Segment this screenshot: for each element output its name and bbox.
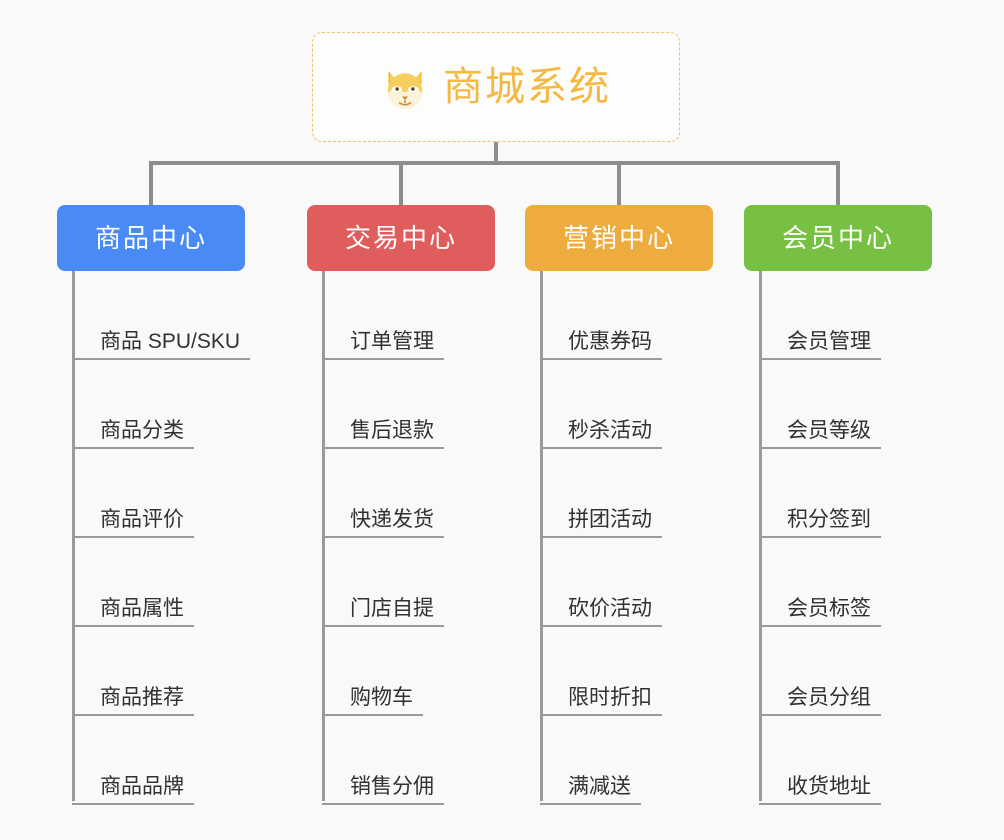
connector-root-stem (494, 142, 498, 165)
leaf-list-3: 优惠券码 秒杀活动 拼团活动 砍价活动 限时折扣 满减送 (540, 271, 759, 805)
connector-drop-1 (149, 161, 153, 205)
list-item[interactable]: 砍价活动 (540, 538, 759, 627)
leaf-label: 商品品牌 (72, 776, 194, 805)
leaf-label: 商品属性 (72, 598, 194, 627)
list-item[interactable]: 快递发货 (322, 449, 541, 538)
leaf-list-2: 订单管理 售后退款 快递发货 门店自提 购物车 销售分佣 (322, 271, 541, 805)
list-item[interactable]: 购物车 (322, 627, 541, 716)
list-item[interactable]: 售后退款 (322, 360, 541, 449)
leaf-label: 优惠券码 (540, 331, 662, 360)
leaf-label: 快递发货 (322, 509, 444, 538)
leaf-label: 销售分佣 (322, 776, 444, 805)
root-node-商城系统[interactable]: 商城系统 (312, 32, 680, 142)
category-node-4[interactable]: 会员中心 (744, 205, 932, 271)
leaf-label: 订单管理 (322, 331, 444, 360)
connector-drop-4 (836, 161, 840, 205)
connector-drop-2 (399, 161, 403, 205)
leaf-label: 砍价活动 (540, 598, 662, 627)
leaf-label: 商品推荐 (72, 687, 194, 716)
list-item[interactable]: 商品评价 (72, 449, 291, 538)
list-item[interactable]: 拼团活动 (540, 449, 759, 538)
list-item[interactable]: 秒杀活动 (540, 360, 759, 449)
list-item[interactable]: 会员管理 (759, 271, 978, 360)
category-node-2[interactable]: 交易中心 (307, 205, 495, 271)
list-item[interactable]: 会员等级 (759, 360, 978, 449)
leaf-label: 会员标签 (759, 598, 881, 627)
leaf-label: 会员管理 (759, 331, 881, 360)
leaf-label: 售后退款 (322, 420, 444, 449)
category-label-3: 营销中心 (562, 223, 675, 253)
list-item[interactable]: 商品分类 (72, 360, 291, 449)
leaf-label: 门店自提 (322, 598, 444, 627)
leaf-list-1: 商品 SPU/SKU 商品分类 商品评价 商品属性 商品推荐 商品品牌 (72, 271, 291, 805)
category-label-1: 商品中心 (94, 223, 207, 253)
list-item[interactable]: 商品 SPU/SKU (72, 271, 291, 360)
leaf-label: 积分签到 (759, 509, 881, 538)
leaf-label: 商品评价 (72, 509, 194, 538)
category-label-4: 会员中心 (781, 223, 894, 253)
leaf-label: 商品 SPU/SKU (72, 331, 251, 360)
list-item[interactable]: 门店自提 (322, 538, 541, 627)
leaf-label: 限时折扣 (540, 687, 662, 716)
list-item[interactable]: 收货地址 (759, 716, 978, 805)
leaf-list-4: 会员管理 会员等级 积分签到 会员标签 会员分组 收货地址 (759, 271, 978, 805)
leaf-label: 拼团活动 (540, 509, 662, 538)
list-item[interactable]: 商品推荐 (72, 627, 291, 716)
shiba-dog-face-icon (381, 65, 429, 113)
leaf-label: 购物车 (322, 687, 423, 716)
category-node-1[interactable]: 商品中心 (57, 205, 245, 271)
category-node-3[interactable]: 营销中心 (525, 205, 713, 271)
list-item[interactable]: 商品属性 (72, 538, 291, 627)
leaf-label: 满减送 (540, 776, 641, 805)
leaf-label: 会员分组 (759, 687, 881, 716)
leaf-label: 商品分类 (72, 420, 194, 449)
leaf-label: 收货地址 (759, 776, 881, 805)
leaf-label: 会员等级 (759, 420, 881, 449)
list-item[interactable]: 积分签到 (759, 449, 978, 538)
list-item[interactable]: 商品品牌 (72, 716, 291, 805)
list-item[interactable]: 优惠券码 (540, 271, 759, 360)
list-item[interactable]: 限时折扣 (540, 627, 759, 716)
list-item[interactable]: 会员标签 (759, 538, 978, 627)
root-title: 商城系统 (443, 65, 611, 109)
list-item[interactable]: 销售分佣 (322, 716, 541, 805)
list-item[interactable]: 会员分组 (759, 627, 978, 716)
connector-horizontal-bus (149, 161, 840, 165)
category-label-2: 交易中心 (344, 223, 457, 253)
list-item[interactable]: 满减送 (540, 716, 759, 805)
list-item[interactable]: 订单管理 (322, 271, 541, 360)
leaf-label: 秒杀活动 (540, 420, 662, 449)
connector-drop-3 (617, 161, 621, 205)
